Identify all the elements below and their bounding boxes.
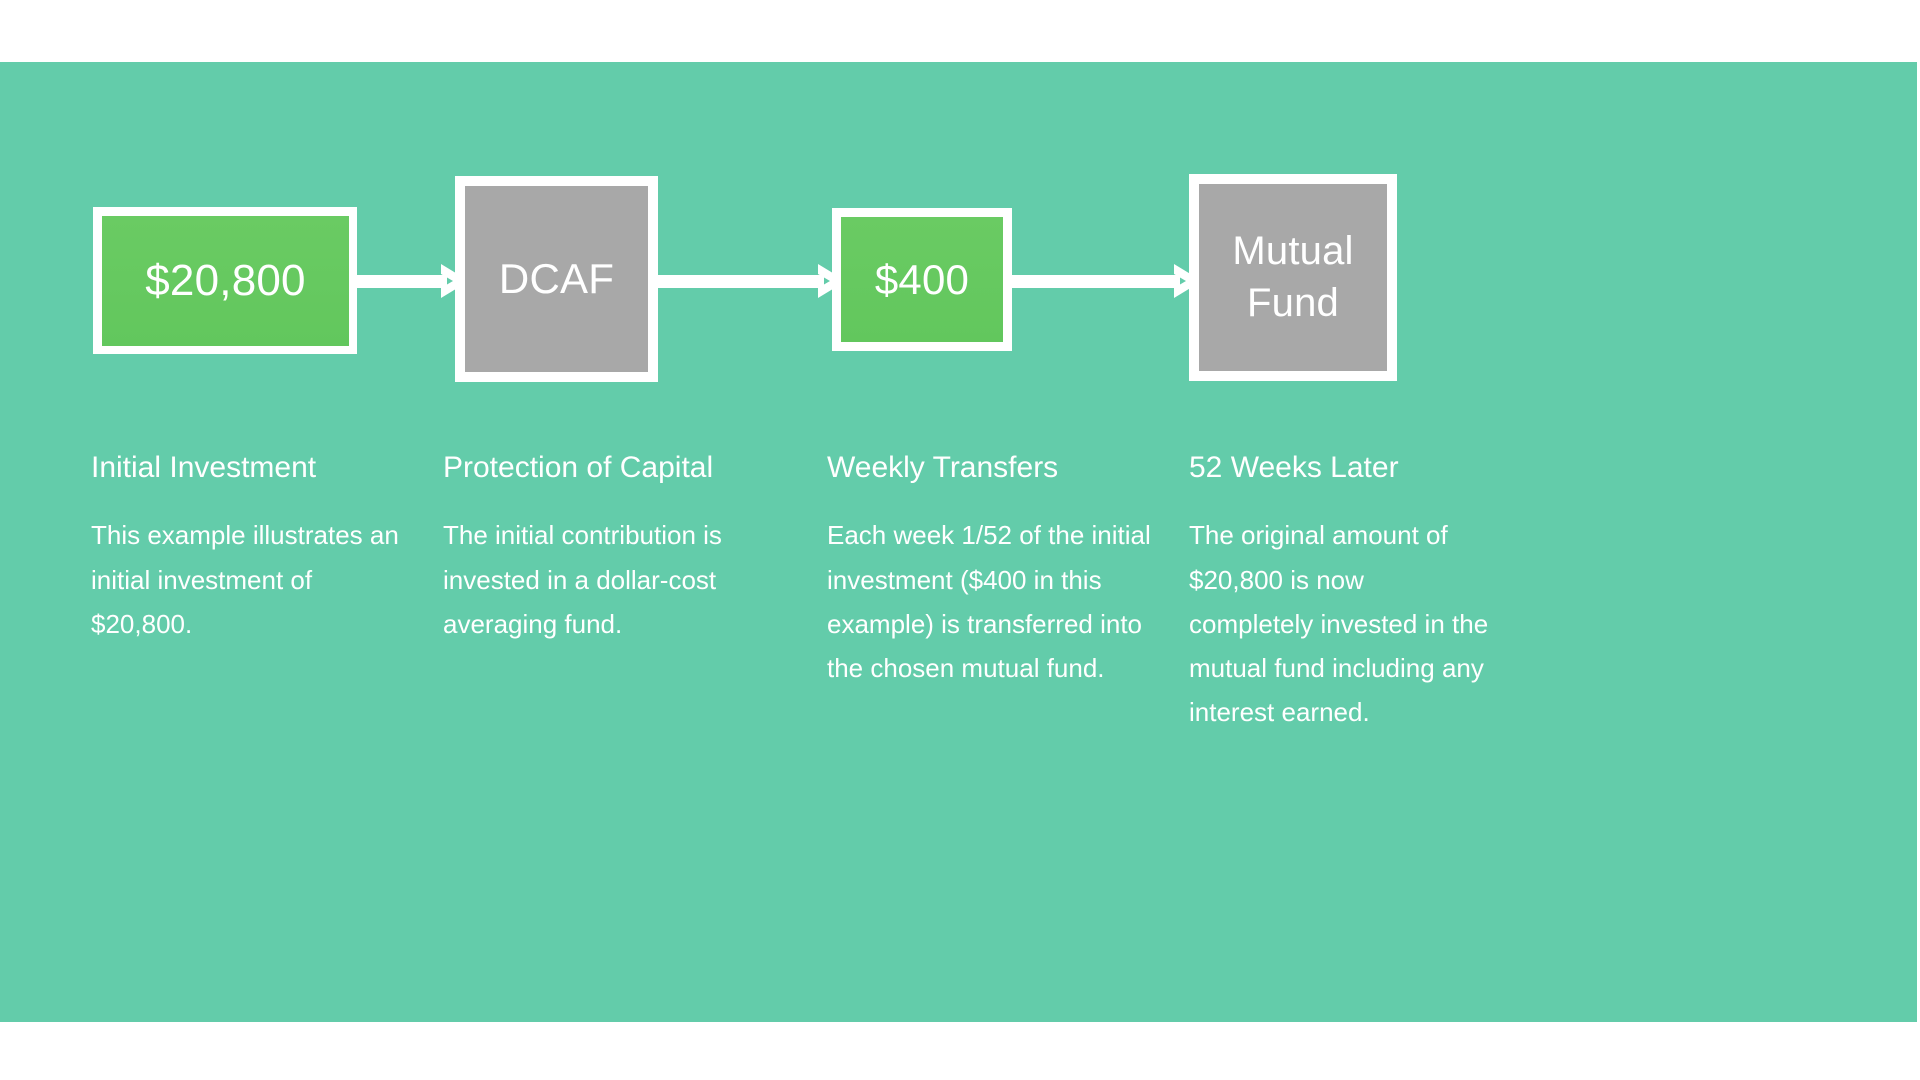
caption-body: This example illustrates an initial inve… (91, 520, 399, 639)
arrow-shaft (1012, 275, 1180, 288)
flow-node-mutual-fund-label: Mutual Fund (1199, 184, 1387, 371)
flow-node-initial-investment[interactable]: $20,800 (93, 207, 357, 354)
caption-column-52-weeks-later: 52 Weeks Later The original amount of $2… (1189, 450, 1489, 734)
teal-panel: $20,800 DCAF $400 (0, 62, 1917, 1022)
caption-heading: Protection of Capital (443, 451, 714, 484)
caption-body: Each week 1/52 of the initial investment… (827, 520, 1151, 683)
flow-arrow-3 (1012, 264, 1202, 298)
caption-body: The original amount of $20,800 is now co… (1189, 520, 1489, 728)
flow-node-dcaf-label: DCAF (465, 186, 648, 372)
caption-heading: Weekly Transfers (827, 451, 1059, 484)
caption-heading: 52 Weeks Later (1189, 451, 1399, 484)
flow-node-weekly-amount[interactable]: $400 (832, 208, 1012, 351)
flow-diagram: $20,800 DCAF $400 (0, 62, 1917, 392)
caption-column-weekly-transfers: Weekly Transfers Each week 1/52 of the i… (827, 450, 1157, 690)
flow-node-dcaf[interactable]: DCAF (455, 176, 658, 382)
caption-body: The initial contribution is invested in … (443, 520, 722, 639)
caption-column-initial-investment: Initial Investment This example illustra… (91, 450, 411, 646)
flow-node-weekly-amount-label: $400 (841, 217, 1003, 342)
flow-node-mutual-fund[interactable]: Mutual Fund (1189, 174, 1397, 381)
arrow-shaft (658, 275, 824, 288)
caption-heading: Initial Investment (91, 451, 317, 484)
caption-column-protection-of-capital: Protection of Capital The initial contri… (443, 450, 788, 646)
caption-columns: Initial Investment This example illustra… (0, 62, 1917, 1022)
arrow-shaft (357, 275, 447, 288)
flow-node-initial-investment-label: $20,800 (102, 216, 349, 346)
arrow-head-icon (1174, 264, 1202, 298)
